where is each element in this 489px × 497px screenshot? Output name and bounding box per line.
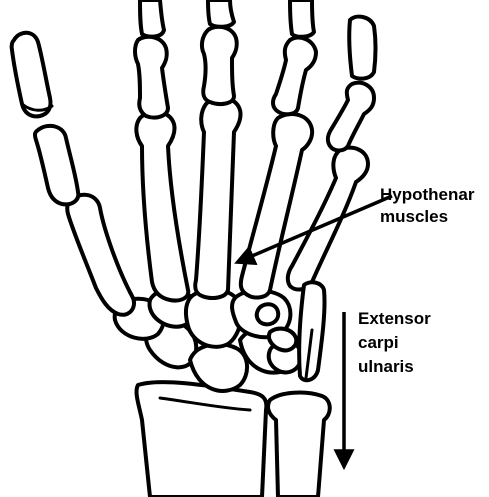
- label-extensor-line1: Extensor: [358, 309, 431, 328]
- metacarpal-thumb: [67, 195, 134, 315]
- label-hypothenar-line2: muscles: [380, 207, 448, 226]
- metacarpal-index: [136, 112, 188, 301]
- little-proximal: [328, 83, 374, 151]
- little-distal: [349, 17, 375, 79]
- label-extensor-line3: ulnaris: [358, 357, 414, 376]
- radius-bone: [137, 382, 267, 497]
- label-extensor-line2: carpi: [358, 333, 399, 352]
- metacarpal-little: [288, 148, 368, 290]
- ring-proximal: [273, 38, 316, 115]
- label-hypothenar-line1: Hypothenar: [380, 185, 475, 204]
- thumb-proximal: [35, 126, 78, 205]
- forearm-bones: [137, 382, 330, 497]
- middle-distal: [208, 0, 234, 27]
- hamate-hook: [257, 304, 279, 324]
- distal-phalanges: [12, 0, 376, 116]
- metacarpals: [67, 98, 368, 315]
- middle-proximal: [202, 27, 237, 104]
- metacarpal-middle: [195, 98, 240, 298]
- ulna-bone: [268, 393, 330, 497]
- carpal-bones: [115, 290, 302, 391]
- thumb-distal: [12, 33, 51, 117]
- index-distal: [140, 0, 164, 37]
- ring-distal: [290, 0, 314, 37]
- ecu-tendon: [299, 282, 324, 380]
- hook-extra: [269, 329, 296, 351]
- index-proximal: [135, 37, 168, 118]
